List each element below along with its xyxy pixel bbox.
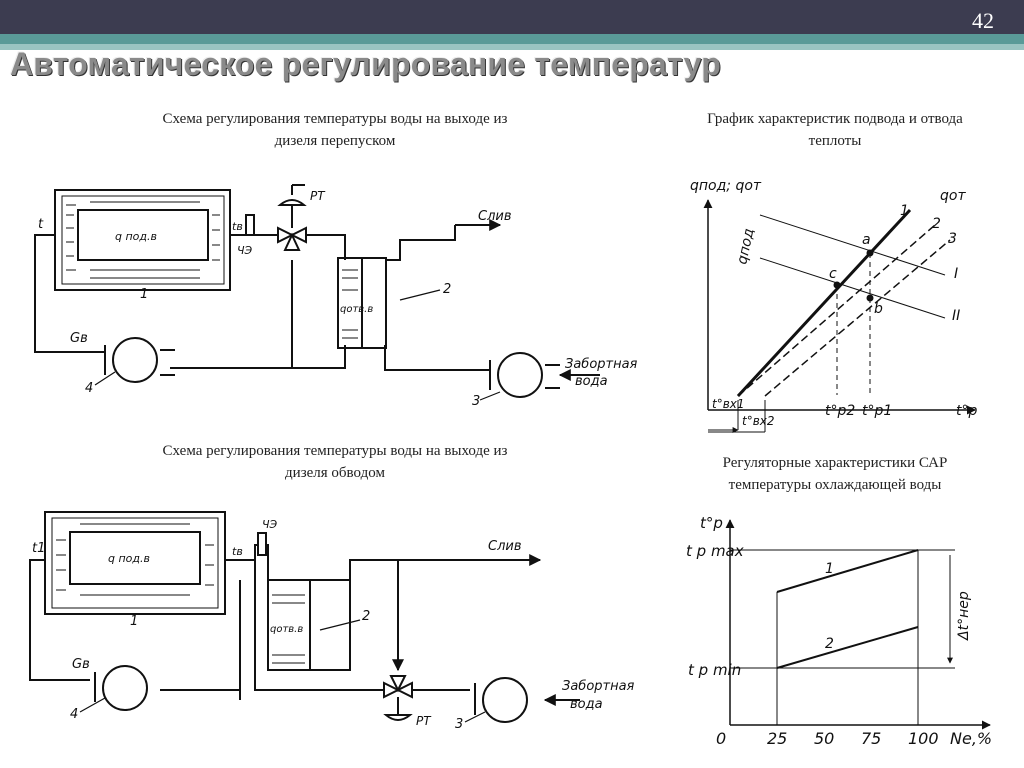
label-line2: 2	[932, 216, 941, 232]
series-line-1	[776, 549, 919, 593]
slide-title: Автоматическое регулирование температур	[10, 46, 721, 82]
x-axis-label: Ne,%	[950, 729, 992, 748]
graph1-labels: qпод; qот qпод qот 1 2 3 a b c I II t°вх…	[690, 178, 977, 428]
x-tick-label: 75	[861, 729, 881, 748]
label-line3: 3	[948, 231, 957, 247]
x-tick-label: 25	[767, 729, 787, 748]
caption-scheme1: Схема регулирования температуры воды на …	[90, 108, 580, 152]
label-t1: t1	[32, 541, 45, 556]
label-gv: Gв	[70, 331, 88, 346]
caption-scheme2: Схема регулирования температуры воды на …	[90, 440, 580, 484]
pump-4b	[102, 665, 148, 711]
graph1	[703, 199, 976, 433]
caption-line: теплоты	[808, 133, 862, 149]
label-zab1: Забортная	[565, 357, 638, 372]
label-qotv: qотв.в	[340, 304, 373, 315]
scheme2-labels: t1 q под.в tв ЧЭ Слив qотв.в 2 1 Gв 4 3 …	[32, 518, 635, 732]
label-3b: 3	[455, 717, 463, 732]
label-qotv2: qотв.в	[270, 624, 303, 635]
y-min-label: t p min	[688, 661, 741, 679]
pump-3	[497, 352, 543, 398]
scheme2	[29, 511, 580, 723]
label-2b: 2	[362, 609, 370, 624]
series-label-2: 2	[825, 636, 834, 652]
label-line1: 1	[900, 203, 909, 219]
regulator-chart: 0 25 50 75 100 Ne,% t°p t p max t p min Δt°нер 1 2	[686, 514, 992, 748]
label-rt2: РТ	[416, 714, 432, 728]
label-qpod: qпод	[734, 227, 757, 266]
label-a: a	[862, 232, 871, 248]
label-3: 3	[472, 394, 480, 409]
label-2: 2	[443, 282, 451, 297]
label-q: q под.в	[115, 230, 157, 243]
label-ch2: ЧЭ	[262, 518, 278, 531]
engine-body	[54, 189, 231, 291]
label-4b: 4	[70, 707, 78, 722]
label-c: c	[829, 266, 837, 282]
series-label-1: 1	[825, 561, 834, 577]
caption-line: Схема регулирования температуры воды на …	[162, 443, 508, 459]
slide-number: 42	[972, 8, 994, 33]
label-tp1: t°p1	[862, 403, 892, 419]
caption-line: дизеля перепуском	[274, 133, 396, 149]
caption-line: температуры охлаждающей воды	[728, 477, 942, 493]
label-4: 4	[85, 381, 93, 396]
y-max-label: t p max	[686, 542, 744, 560]
label-yaxis: qпод; qот	[690, 178, 762, 194]
label-q2: q под.в	[108, 552, 150, 565]
caption-line: Регуляторные характеристики САР	[722, 455, 948, 471]
pump-4	[112, 337, 158, 383]
label-tv: tв	[232, 220, 243, 233]
pump-3b	[482, 677, 528, 723]
caption-graph1: График характеристик подвода и отвода те…	[640, 108, 1024, 152]
scheme1-labels: t q под.в tв ЧЭ РТ Слив qотв.в 2 1 Gв 4 …	[38, 189, 638, 409]
scheme1	[34, 184, 600, 401]
label-II: II	[952, 308, 960, 324]
label-gv2: Gв	[72, 657, 90, 672]
label-sliv2: Слив	[488, 539, 522, 554]
label-t: t	[38, 217, 44, 232]
label-tvx2: t°вх2	[742, 414, 775, 428]
label-1b: 1	[130, 614, 138, 629]
engine-core	[77, 209, 209, 261]
label-qot: qот	[940, 188, 966, 204]
label-ch: ЧЭ	[237, 244, 253, 257]
accent-band-light	[0, 44, 1024, 50]
caption-line: дизеля обводом	[285, 465, 385, 481]
label-tv2: tв	[232, 545, 243, 558]
delta-label: Δt°нер	[956, 591, 972, 641]
x-tick-label: 100	[908, 729, 939, 748]
x-tick-label: 0	[716, 729, 726, 748]
label-zab2b: вода	[570, 697, 603, 712]
label-tp2: t°p2	[825, 403, 855, 419]
label-I: I	[954, 266, 958, 282]
label-tp: t°p	[956, 403, 977, 419]
accent-band	[0, 34, 1024, 44]
label-1: 1	[140, 287, 148, 302]
caption-line: Схема регулирования температуры воды на …	[162, 111, 508, 127]
series-line-2	[776, 626, 919, 669]
y-axis-label: t°p	[700, 514, 723, 532]
x-tick-label: 50	[814, 729, 834, 748]
caption-graph2: Регуляторные характеристики САР температ…	[640, 452, 1024, 496]
caption-line: График характеристик подвода и отвода	[707, 111, 963, 127]
label-zab2: вода	[575, 374, 608, 389]
label-rt: РТ	[310, 189, 326, 203]
label-sliv: Слив	[478, 209, 512, 224]
label-b: b	[874, 301, 883, 317]
engine-body-2	[44, 511, 226, 615]
label-tvx1: t°вх1	[712, 397, 745, 411]
top-bar: 42	[0, 0, 1024, 34]
label-zab1b: Забортная	[562, 679, 635, 694]
